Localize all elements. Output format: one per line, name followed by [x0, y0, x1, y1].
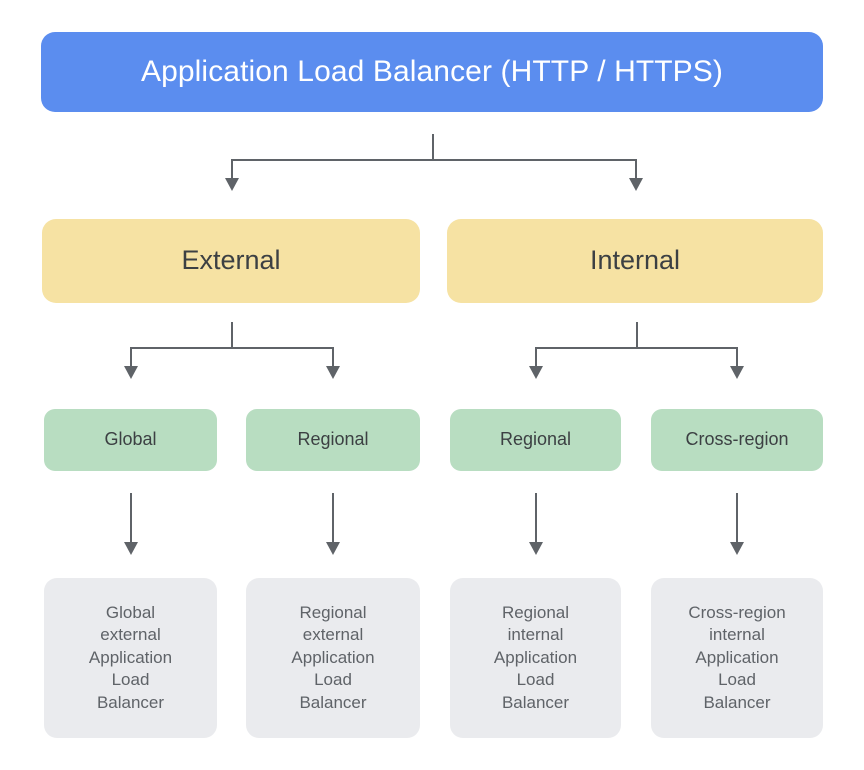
- node-product-regional-external-alb: Regional external Application Load Balan…: [246, 578, 420, 738]
- node-scope-cross-region: Cross-region: [651, 409, 823, 471]
- node-category-internal: Internal: [447, 219, 823, 303]
- arrowhead-external-to-regional-icon: [326, 366, 340, 379]
- arrowhead-internal-to-regional-icon: [529, 366, 543, 379]
- connector-external-stem: [231, 322, 233, 349]
- node-product-global-external-alb: Global external Application Load Balance…: [44, 578, 217, 738]
- node-scope-internal-regional: Regional: [450, 409, 621, 471]
- connector-root-to-external: [231, 159, 233, 181]
- connector-internal-to-cross-region: [736, 347, 738, 369]
- connector-cross-region-to-product: [736, 493, 738, 543]
- connector-internal-stem: [636, 322, 638, 349]
- node-product-cross-region-internal-alb: Cross-region internal Application Load B…: [651, 578, 823, 738]
- connector-root-horizontal-bar: [231, 159, 637, 161]
- connector-internal-regional-to-product: [535, 493, 537, 543]
- node-scope-global: Global: [44, 409, 217, 471]
- connector-external-regional-to-product: [332, 493, 334, 543]
- arrowhead-cross-region-to-product-icon: [730, 542, 744, 555]
- node-category-external: External: [42, 219, 420, 303]
- arrowhead-internal-regional-to-product-icon: [529, 542, 543, 555]
- node-product-regional-internal-alb: Regional internal Application Load Balan…: [450, 578, 621, 738]
- arrowhead-external-to-global-icon: [124, 366, 138, 379]
- connector-global-to-product: [130, 493, 132, 543]
- arrowhead-global-to-product-icon: [124, 542, 138, 555]
- connector-root-stem: [432, 134, 434, 161]
- node-scope-external-regional: Regional: [246, 409, 420, 471]
- arrowhead-root-to-external-icon: [225, 178, 239, 191]
- arrowhead-external-regional-to-product-icon: [326, 542, 340, 555]
- connector-external-to-regional: [332, 347, 334, 369]
- connector-internal-horizontal-bar: [535, 347, 738, 349]
- arrowhead-internal-to-cross-region-icon: [730, 366, 744, 379]
- connector-root-to-internal: [635, 159, 637, 181]
- connector-external-to-global: [130, 347, 132, 369]
- arrowhead-root-to-internal-icon: [629, 178, 643, 191]
- connector-internal-to-regional: [535, 347, 537, 369]
- node-application-load-balancer-root: Application Load Balancer (HTTP / HTTPS): [41, 32, 823, 112]
- connector-external-horizontal-bar: [130, 347, 334, 349]
